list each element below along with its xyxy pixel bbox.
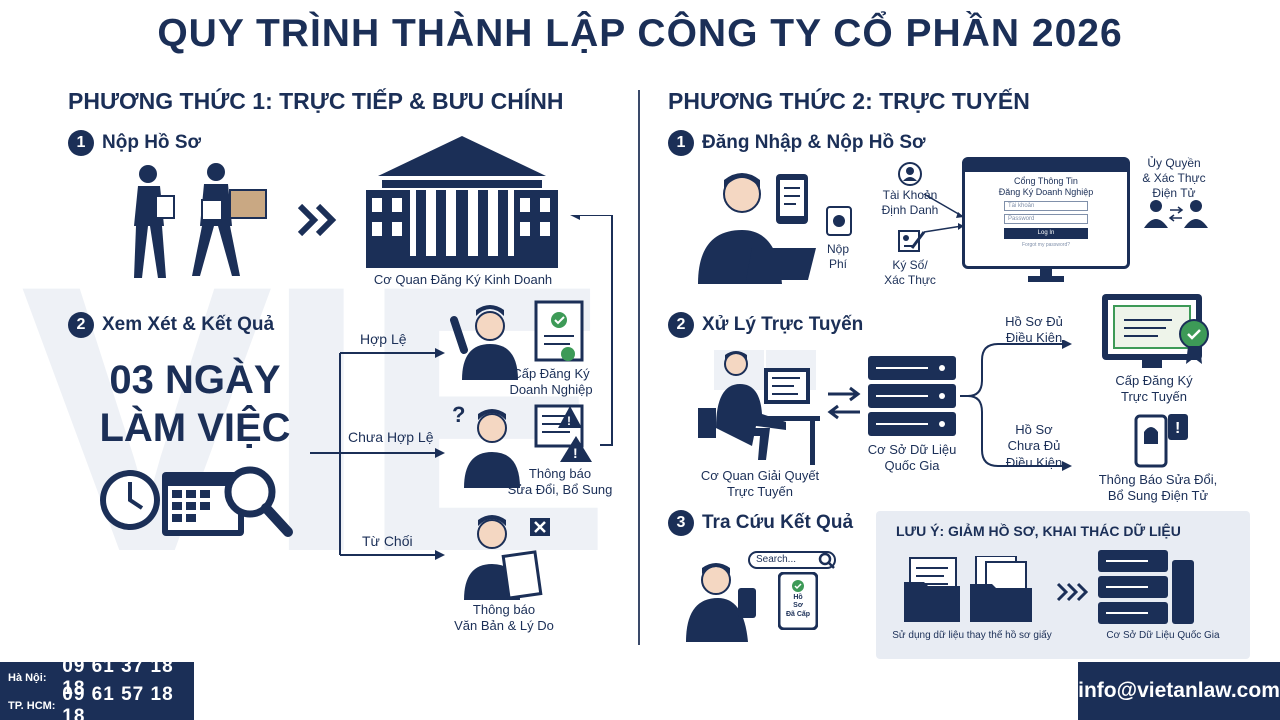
method2-step1: 1 Đăng Nhập & Nộp Hồ Sơ bbox=[668, 130, 926, 156]
processing-days-line2: LÀM VIỆC bbox=[99, 406, 291, 450]
method2-heading: PHƯƠNG THỨC 2: TRỰC TUYẾN bbox=[668, 88, 1030, 114]
portal-password-field[interactable]: Password bbox=[1004, 213, 1088, 224]
branch-rejected: Từ Chối bbox=[362, 533, 413, 549]
account-user-icon bbox=[898, 162, 922, 186]
clock-calendar-magnifier-icon bbox=[100, 466, 293, 537]
hanoi-label: Hà Nội: bbox=[8, 672, 47, 684]
ineligible-label: Hồ Sơ Chưa Đủ Điều Kiện bbox=[1005, 422, 1063, 470]
step-label: Xử Lý Trực Tuyến bbox=[702, 314, 864, 335]
step-number: 2 bbox=[668, 312, 694, 338]
government-building-icon bbox=[366, 136, 558, 268]
sad-person-document-icon bbox=[464, 515, 550, 600]
monitor-stand-icon bbox=[1028, 268, 1064, 282]
svg-text:!: ! bbox=[1175, 420, 1180, 437]
user-exchange-icon bbox=[1144, 200, 1208, 228]
two-way-arrow-icon bbox=[827, 386, 861, 420]
phone-notification-icon: ! bbox=[1134, 414, 1188, 468]
page-title: QUY TRÌNH THÀNH LẬP CÔNG TY CỔ PHẦN 2026 bbox=[157, 12, 1123, 55]
account-label: Tài Khoản Định Danh bbox=[881, 188, 939, 217]
hotline-panel: Hà Nội: 09 61 37 18 18 TP. HCM: 09 61 57… bbox=[0, 656, 194, 720]
connector-arrows bbox=[923, 193, 964, 233]
processing-days: 03 NGÀY LÀM VIỆC bbox=[70, 356, 320, 452]
method1-step1: 1 Nộp Hồ Sơ bbox=[68, 130, 201, 156]
hanoi-phone-link[interactable]: 09 61 37 18 18 bbox=[62, 656, 174, 699]
center-divider bbox=[638, 90, 640, 645]
step-label: Đăng Nhập & Nộp Hồ Sơ bbox=[702, 132, 926, 153]
digital-signature-icon bbox=[898, 230, 926, 252]
ineligible-result: Thông Báo Sửa Đổi, Bổ Sung Điện Tử bbox=[1098, 472, 1218, 504]
signature-label: Ký Số/ Xác Thực bbox=[884, 258, 936, 287]
hcm-hotline: TP. HCM: 09 61 57 18 18 bbox=[0, 684, 194, 720]
step-label: Nộp Hồ Sơ bbox=[102, 132, 201, 153]
server-database-icon bbox=[868, 356, 956, 436]
confused-person-warning-icon: ? ! ! bbox=[452, 402, 592, 488]
note-title: LƯU Ý: GIẢM HỒ SƠ, KHAI THÁC DỮ LIỆU bbox=[896, 523, 1181, 539]
hcm-label: TP. HCM: bbox=[8, 700, 56, 712]
happy-person-certificate-icon bbox=[450, 300, 584, 380]
method2-branch-lines bbox=[960, 340, 1072, 471]
svg-text:!: ! bbox=[567, 414, 571, 428]
step-number: 1 bbox=[68, 130, 94, 156]
folders-icon bbox=[904, 556, 1032, 622]
hcm-phone-link[interactable]: 09 61 57 18 18 bbox=[62, 684, 174, 720]
person-laptop-phone-icon bbox=[698, 173, 816, 284]
result-search-input[interactable]: Search... bbox=[748, 551, 836, 569]
phone-result-text: Hồ Sơ Đã Cấp bbox=[785, 594, 811, 618]
step-number: 3 bbox=[668, 510, 694, 536]
search-icon[interactable] bbox=[818, 552, 836, 570]
svg-text:!: ! bbox=[573, 445, 578, 461]
national-database-icon bbox=[1098, 550, 1194, 624]
portal-title: Cổng Thông Tin Đăng Ký Doanh Nghiệp bbox=[998, 176, 1094, 197]
step-label: Xem Xét & Kết Quả bbox=[102, 314, 275, 335]
step-label: Tra Cứu Kết Quả bbox=[702, 512, 854, 533]
portal-titlebar bbox=[965, 160, 1127, 172]
method1-heading: PHƯƠNG THỨC 1: TRỰC TIẾP & BƯU CHÍNH bbox=[68, 88, 564, 114]
method1-step2: 2 Xem Xét & Kết Quả bbox=[68, 312, 274, 338]
method2-step3: 3 Tra Cứu Kết Quả bbox=[668, 510, 853, 536]
database-label: Cơ Sở Dữ Liệu Quốc Gia bbox=[867, 442, 957, 474]
fee-icon bbox=[826, 206, 852, 236]
officer-at-computer-icon bbox=[698, 350, 820, 465]
agency-label: Cơ Quan Đăng Ký Kinh Doanh bbox=[373, 272, 553, 287]
phone-result-icon bbox=[778, 572, 818, 630]
step-number: 1 bbox=[668, 130, 694, 156]
hanoi-hotline: Hà Nội: 09 61 37 18 18 bbox=[0, 656, 194, 699]
double-arrow-icon bbox=[298, 204, 337, 236]
branch-valid: Hợp Lệ bbox=[360, 331, 407, 347]
step-number: 2 bbox=[68, 312, 94, 338]
portal-login-button[interactable]: Log In bbox=[1004, 227, 1088, 239]
person-checking-icon bbox=[686, 563, 756, 642]
authorize-label: Ủy Quyền & Xác Thực Điện Tử bbox=[1142, 156, 1206, 200]
note-left-label: Sử dụng dữ liệu thay thế hồ sơ giấy bbox=[892, 630, 1052, 641]
branch-incomplete: Chưa Hợp Lệ bbox=[348, 429, 434, 445]
valid-result: Cấp Đăng Ký Doanh Nghiệp bbox=[509, 366, 593, 398]
processing-days-line1: 03 NGÀY bbox=[109, 358, 281, 402]
online-certificate-icon bbox=[1102, 294, 1209, 368]
note-right-label: Cơ Sở Dữ Liệu Quốc Gia bbox=[1106, 630, 1220, 641]
eligible-label: Hồ Sơ Đủ Điều Kiện bbox=[1005, 314, 1063, 346]
eligible-result: Cấp Đăng Ký Trực Tuyến bbox=[1115, 373, 1193, 405]
portal-username-field[interactable]: Tài khoản bbox=[1004, 200, 1088, 211]
business-registration-portal: Cổng Thông Tin Đăng Ký Doanh Nghiệp Tài … bbox=[962, 157, 1130, 269]
rejected-result: Thông báo Văn Bản & Lý Do bbox=[454, 602, 554, 634]
portal-forgot-link[interactable]: Forgot my password? bbox=[1021, 241, 1071, 248]
svg-text:?: ? bbox=[452, 402, 465, 427]
fee-label: Nộp Phí bbox=[826, 242, 849, 271]
email-link[interactable]: info@vietanlaw.com bbox=[1078, 662, 1280, 720]
incomplete-result: Thông báo Sửa Đổi, Bổ Sung bbox=[507, 466, 613, 498]
method2-step2: 2 Xử Lý Trực Tuyến bbox=[668, 312, 863, 338]
people-carrying-documents-icon bbox=[134, 163, 267, 278]
triple-arrow-icon bbox=[1056, 582, 1088, 602]
processor-label: Cơ Quan Giải Quyết Trực Tuyến bbox=[700, 468, 820, 500]
method1-branch-lines bbox=[310, 215, 613, 560]
